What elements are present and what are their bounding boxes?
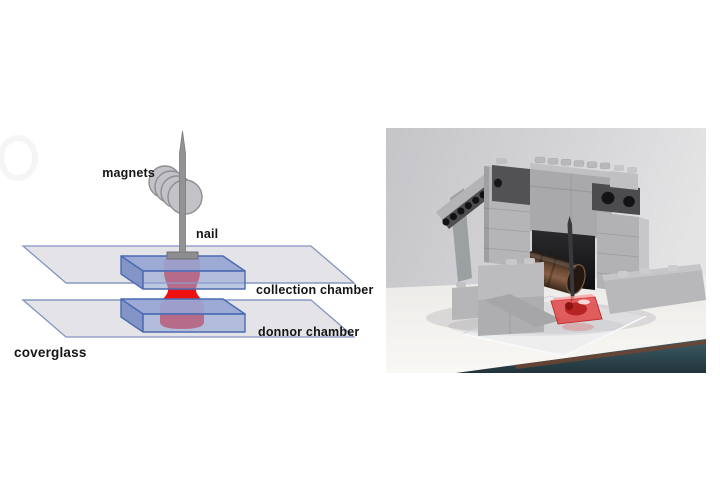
label-nail: nail bbox=[196, 227, 218, 241]
donnor-chamber-box bbox=[120, 298, 246, 333]
stud bbox=[618, 271, 628, 277]
stud bbox=[640, 268, 650, 274]
magnets-stack bbox=[148, 165, 203, 215]
faint-watermark bbox=[0, 135, 38, 181]
top-studs bbox=[534, 156, 611, 170]
stud bbox=[614, 165, 624, 171]
lego-bridge-wall bbox=[529, 156, 613, 240]
stud bbox=[496, 158, 507, 164]
photo-nail bbox=[567, 216, 575, 303]
stud bbox=[456, 282, 466, 288]
schematic-diagram: magnets nail collection chamber donnor c… bbox=[0, 130, 374, 360]
right-dark-brick bbox=[592, 183, 640, 215]
stud bbox=[524, 258, 535, 264]
nail-head bbox=[166, 251, 199, 260]
label-coverglass: coverglass bbox=[14, 345, 87, 360]
left-pillar bbox=[483, 158, 531, 268]
red-chamber bbox=[550, 294, 603, 331]
technic-hole bbox=[601, 191, 615, 205]
photo-lego-apparatus bbox=[386, 128, 706, 373]
label-magnets: magnets bbox=[102, 166, 155, 180]
collection-chamber-box bbox=[120, 255, 246, 290]
stud bbox=[506, 259, 517, 265]
left-dark-brick bbox=[492, 165, 530, 205]
table-edge-line bbox=[514, 340, 706, 369]
nail-shaft bbox=[179, 130, 186, 253]
stud bbox=[627, 167, 637, 173]
stud bbox=[668, 265, 678, 271]
technic-hole bbox=[623, 196, 635, 207]
label-collection-chamber: collection chamber bbox=[256, 283, 374, 297]
label-donnor-chamber: donnor chamber bbox=[258, 325, 359, 339]
front-left-bricks bbox=[452, 258, 562, 336]
angled-base-plate bbox=[484, 294, 562, 327]
technic-hole bbox=[494, 178, 502, 188]
right-base-bricks bbox=[602, 264, 706, 314]
